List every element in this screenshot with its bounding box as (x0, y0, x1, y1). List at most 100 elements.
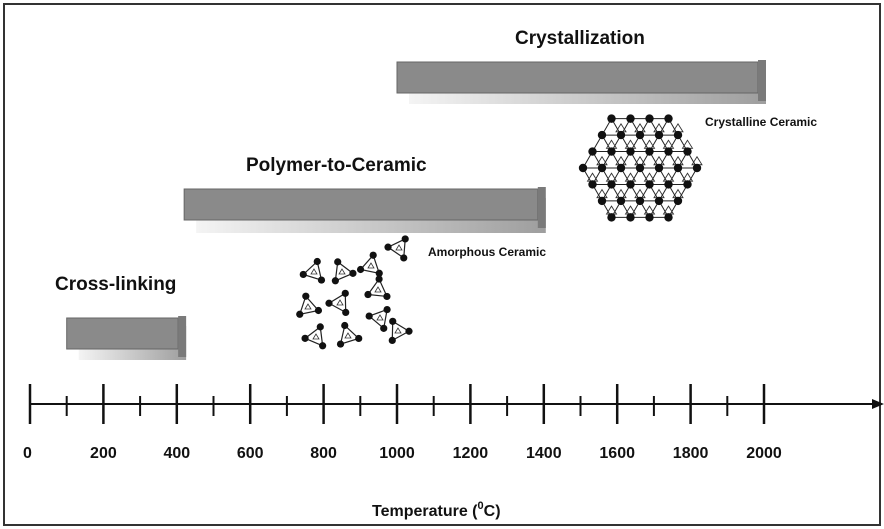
lattice-atom (645, 180, 654, 189)
lattice-atom (683, 180, 692, 189)
network-tetra (302, 260, 323, 281)
tick-label: 800 (310, 445, 337, 462)
lattice-atom (588, 180, 597, 189)
lattice-atom (673, 196, 683, 206)
stage-bar-polymer-to-ceramic (183, 187, 546, 233)
stage-bar (66, 317, 179, 350)
tick-label: 1800 (673, 445, 709, 462)
network-tetra (366, 277, 388, 298)
amorphous-network-icon (296, 235, 413, 350)
network-atom (341, 321, 349, 330)
axis-title: Temperature (0C) (372, 500, 501, 520)
network-tetra-inner (376, 314, 384, 321)
structure-label-crystalline: Crystalline Ceramic (705, 115, 817, 129)
network-tetra (367, 308, 388, 330)
network-atom (405, 327, 413, 335)
network-atom (383, 292, 391, 301)
network-atom (400, 254, 408, 262)
network-tetra (386, 237, 406, 260)
lattice-atom (645, 114, 654, 123)
network-atom (341, 289, 349, 297)
network-atom (401, 235, 409, 243)
network-atom (369, 251, 377, 259)
bar-edge (758, 60, 766, 101)
lattice-atom (664, 180, 673, 189)
lattice-atom (578, 163, 588, 173)
tick-label: 600 (237, 445, 264, 462)
lattice-atom (626, 180, 635, 189)
lattice-atom (664, 147, 673, 156)
lattice-atom (645, 147, 654, 156)
tick-label: 0 (23, 445, 32, 462)
network-tetra-inner (395, 244, 403, 251)
lattice-atom (616, 163, 626, 173)
network-atom (336, 340, 345, 348)
network-atom (331, 277, 339, 285)
tick-label: 2000 (746, 445, 782, 462)
network-atom (384, 243, 392, 251)
structure-label-amorphous: Amorphous Ceramic (428, 245, 546, 259)
network-tetra (334, 260, 355, 282)
stage-label-crystallization: Crystallization (515, 28, 645, 49)
axis-title-main: Temperature ( (372, 503, 478, 520)
network-tetra (359, 254, 381, 275)
lattice-atom (654, 163, 664, 173)
lattice-atom (607, 213, 616, 222)
lattice-atom (654, 196, 664, 206)
network-atom (302, 292, 310, 300)
network-tetra (391, 320, 411, 342)
network-tetra (298, 295, 320, 316)
stage-bar-cross-linking (66, 316, 187, 360)
tick-label: 200 (90, 445, 117, 462)
lattice-atom (626, 213, 635, 222)
bar-edge (537, 187, 546, 228)
network-tetra-inner (336, 299, 344, 306)
lattice-atom (597, 130, 607, 140)
lattice-atom (645, 213, 654, 222)
lattice-atom (635, 130, 645, 140)
lattice-atom (664, 114, 673, 123)
lattice-atom (597, 163, 607, 173)
lattice-atom (607, 180, 616, 189)
network-atom (383, 305, 391, 314)
network-atom (388, 336, 396, 344)
lattice-atom (635, 163, 645, 173)
network-atom (317, 276, 326, 284)
network-atom (301, 334, 309, 342)
lattice-atom (616, 196, 626, 206)
axis-title-tail: C) (484, 503, 501, 520)
network-tetra (339, 324, 360, 345)
network-atom (299, 270, 307, 279)
stage-bar (183, 188, 539, 221)
tick-label: 1200 (453, 445, 489, 462)
network-atom (365, 312, 373, 320)
tick-label: 1400 (526, 445, 562, 462)
lattice-atom (673, 163, 683, 173)
network-atom (314, 306, 323, 315)
axis-arrow-icon (872, 399, 884, 409)
network-atom (313, 257, 321, 266)
tick-label: 400 (163, 445, 190, 462)
network-atom (342, 308, 350, 316)
network-tetra (327, 292, 347, 314)
tick-label: 1000 (379, 445, 415, 462)
lattice-atom (673, 130, 683, 140)
stage-label-cross-linking: Cross-linking (55, 274, 176, 295)
bar-edge (178, 316, 187, 357)
lattice-atom (635, 196, 645, 206)
network-atom (334, 258, 342, 266)
lattice-atom (588, 147, 597, 156)
network-atom (325, 299, 333, 307)
network-tetra-inner (374, 286, 382, 293)
network-atom (356, 265, 365, 274)
network-atom (389, 317, 397, 325)
lattice-atom (683, 147, 692, 156)
lattice-atom (616, 130, 626, 140)
lattice-atom (692, 163, 702, 173)
network-atom (316, 323, 324, 331)
network-tetra-inner (310, 268, 318, 275)
network-atom (319, 342, 327, 350)
lattice-atom (626, 114, 635, 123)
